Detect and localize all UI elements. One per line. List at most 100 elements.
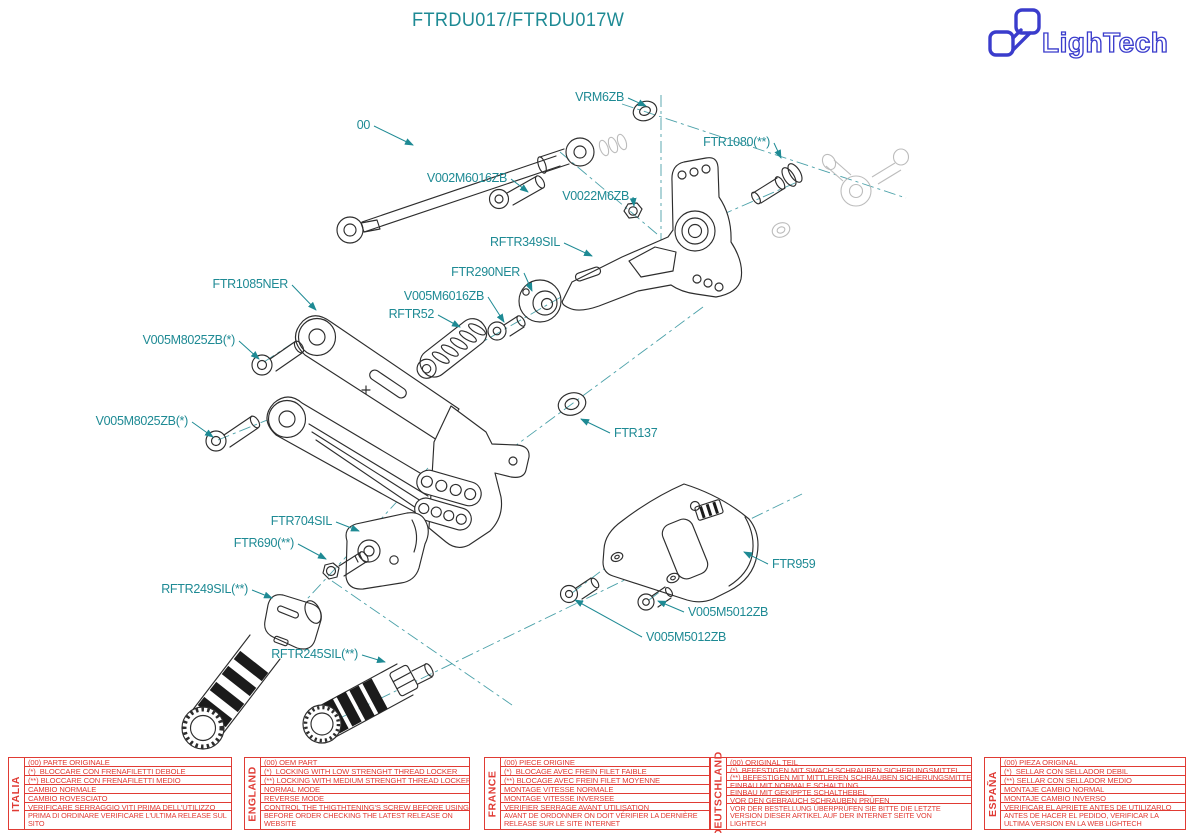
leader-line	[191, 421, 214, 438]
part-label: 00	[357, 118, 371, 132]
leader-line	[487, 296, 505, 323]
legend-row: (**) LOCKING WITH MEDIUM STRENGHT THREAD…	[261, 776, 469, 785]
legend-row: EINBAU MIT GEKIPPTE SCHALTHEBEL	[727, 788, 971, 796]
legend-row: (*) LOCKING WITH LOW STRENGHT THREAD LOC…	[261, 767, 469, 776]
legend-rows: (00) PIEZA ORIGINAL(*) SELLAR CON SELLAD…	[1001, 758, 1185, 829]
legend-country-label: ESPAÑA	[985, 758, 1001, 829]
legend-rows: (00) PIECE ORIGINE(*) BLOCAGE AVEC FREIN…	[501, 758, 709, 829]
legend-row: (00) PARTE ORIGINALE	[25, 758, 231, 767]
part-label: V005M8025ZB(*)	[96, 414, 189, 428]
leader-line	[510, 178, 529, 193]
legend-table-france: FRANCE(00) PIECE ORIGINE(*) BLOCAGE AVEC…	[484, 757, 710, 830]
peg-rftr52	[416, 318, 488, 379]
part-label: V005M5012ZB	[646, 630, 726, 644]
bolt-v005m5012zb-right	[637, 586, 674, 611]
legend-country-label: ENGLAND	[245, 758, 261, 829]
footpeg-rftr245sil	[302, 663, 434, 744]
leader-line	[238, 340, 260, 360]
leader-line	[743, 551, 769, 565]
shift-rod	[336, 137, 595, 244]
legend-row: MONTAGE VITESSE INVERSEE	[501, 794, 709, 803]
legend-row: (00) OEM PART	[261, 758, 469, 767]
bolt-v005m6016zb	[487, 315, 526, 341]
part-label: VRM6ZB	[575, 90, 624, 104]
legend-row: VOR DEN GEBRAUCH SCHRAUBEN PRÜFEN	[727, 796, 971, 804]
legend-row: CAMBIO NORMALE	[25, 785, 231, 794]
legend-row: (*) BLOCCARE CON FRENAFILETTI DEBOLE	[25, 767, 231, 776]
part-label: FTR1085NER	[213, 277, 289, 291]
part-label: RFTR245SIL(**)	[271, 647, 358, 661]
leader-line	[251, 589, 273, 599]
leader-line	[773, 142, 782, 159]
legend-table-italia: ITALIA(00) PARTE ORIGINALE(*) BLOCCARE C…	[8, 757, 232, 830]
part-label: FTR1080(**)	[703, 135, 770, 149]
legend-row: (**) BLOCCARE CON FRENAFILETTI MEDIO	[25, 776, 231, 785]
part-label: FTR959	[772, 557, 816, 571]
legend-country-label: FRANCE	[485, 758, 501, 829]
lightech-logo-text: LighTech	[1042, 27, 1168, 58]
lever-rftr349sil	[561, 157, 743, 311]
legend-row: REVERSE MODE	[261, 794, 469, 803]
legend-rows: (00) ORIGINAL TEIL(*) BEFESTIGEN MIT SWA…	[727, 758, 971, 829]
pin-ftr1080	[751, 163, 803, 205]
legend-table-españa: ESPAÑA(00) PIEZA ORIGINAL(*) SELLAR CON …	[984, 757, 1186, 830]
arm-ftr1085ner	[294, 315, 460, 441]
legend-row: VERIFIER SERRAGE AVANT UTILISATION	[501, 803, 709, 812]
legend-table-deutschland: DEUTSCHLAND(00) ORIGINAL TEIL(*) BEFESTI…	[710, 751, 972, 833]
legend-row: EINBAU MIT NORMALE SCHALTUNG	[727, 781, 971, 789]
ghost-reference-parts	[598, 133, 910, 238]
leader-line	[361, 654, 386, 664]
leader-line	[574, 599, 643, 638]
part-label: RFTR249SIL(**)	[161, 582, 248, 596]
footpeg-rftr249sil	[181, 594, 322, 750]
washer-vrm6zb	[632, 100, 658, 122]
legend-row: (*) BLOCAGE AVEC FREIN FILET FAIBLE	[501, 767, 709, 776]
part-label: RFTR349SIL	[490, 235, 560, 249]
legend-row: (*) BEFESTIGEN MIT SWACH SCHRAUBEN SICHE…	[727, 766, 971, 774]
heel-guard-ftr959	[602, 483, 759, 603]
legend-row: CONTROL THE THIGTHTENING'S SCREW BEFORE …	[261, 803, 469, 812]
bolt-ftr690	[322, 551, 369, 580]
legend-note: ANTES DE HACER EL PEDIDO, VERIFICAR LA U…	[1004, 811, 1159, 829]
washer-ftr137	[557, 392, 587, 416]
part-label: FTR137	[614, 426, 658, 440]
leader-line	[335, 521, 360, 532]
leader-line	[291, 284, 317, 311]
part-label: V005M6016ZB	[404, 289, 484, 303]
part-label: V005M5012ZB	[688, 605, 768, 619]
legend-row: VERIFICAR EL APRIETE ANTES DE UTILIZARLO	[1001, 803, 1185, 812]
part-label: FTR290NER	[451, 265, 520, 279]
legend-row: NORMAL MODE	[261, 785, 469, 794]
leader-line	[373, 125, 414, 146]
legend-row: MONTAJE CAMBIO INVERSO	[1001, 794, 1185, 803]
legend-tables: ITALIA(00) PARTE ORIGINALE(*) BLOCCARE C…	[0, 751, 1189, 833]
mount-ftr704sil	[345, 512, 429, 590]
nut-v0022m6zb	[623, 202, 643, 219]
leader-line	[580, 418, 611, 434]
part-label: FTR690(**)	[234, 536, 294, 550]
legend-rows: (00) PARTE ORIGINALE(*) BLOCCARE CON FRE…	[25, 758, 231, 829]
legend-row: MONTAGE VITESSE NORMALE	[501, 785, 709, 794]
legend-row: (*) SELLAR CON SELLADOR DEBIL	[1001, 767, 1185, 776]
leader-line	[437, 314, 461, 328]
legend-row: VERIFICARE SERRAGGIO VITI PRIMA DELL'UTI…	[25, 803, 231, 812]
legend-country-label: DEUTSCHLAND	[711, 751, 727, 833]
leader-line	[629, 196, 637, 207]
bolt-v005m8025zb-upper	[251, 340, 305, 376]
legend-country-label: ITALIA	[9, 758, 25, 829]
legend-row: MONTAJE CAMBIO NORMAL	[1001, 785, 1185, 794]
bracket-lower-arm	[266, 396, 530, 548]
leader-line	[563, 242, 593, 257]
lightech-logo-mark	[988, 8, 1041, 57]
part-label: V005M8025ZB(*)	[143, 333, 236, 347]
legend-row: (00) ORIGINAL TEIL	[727, 758, 971, 766]
legend-rows: (00) OEM PART(*) LOCKING WITH LOW STRENG…	[261, 758, 469, 829]
legend-table-england: ENGLAND(00) OEM PART(*) LOCKING WITH LOW…	[244, 757, 470, 830]
exploded-parts-diagram: 00VRM6ZBV002M6016ZBV0022M6ZBFTR1080(**)R…	[96, 90, 910, 750]
leader-line	[523, 272, 533, 292]
legend-row: (**) BLOCAGE AVEC FREIN FILET MOYENNE	[501, 776, 709, 785]
bolt-v005m8025zb-lower	[205, 415, 261, 452]
legend-row: (00) PIEZA ORIGINAL	[1001, 758, 1185, 767]
part-label: FTR704SIL	[271, 514, 333, 528]
